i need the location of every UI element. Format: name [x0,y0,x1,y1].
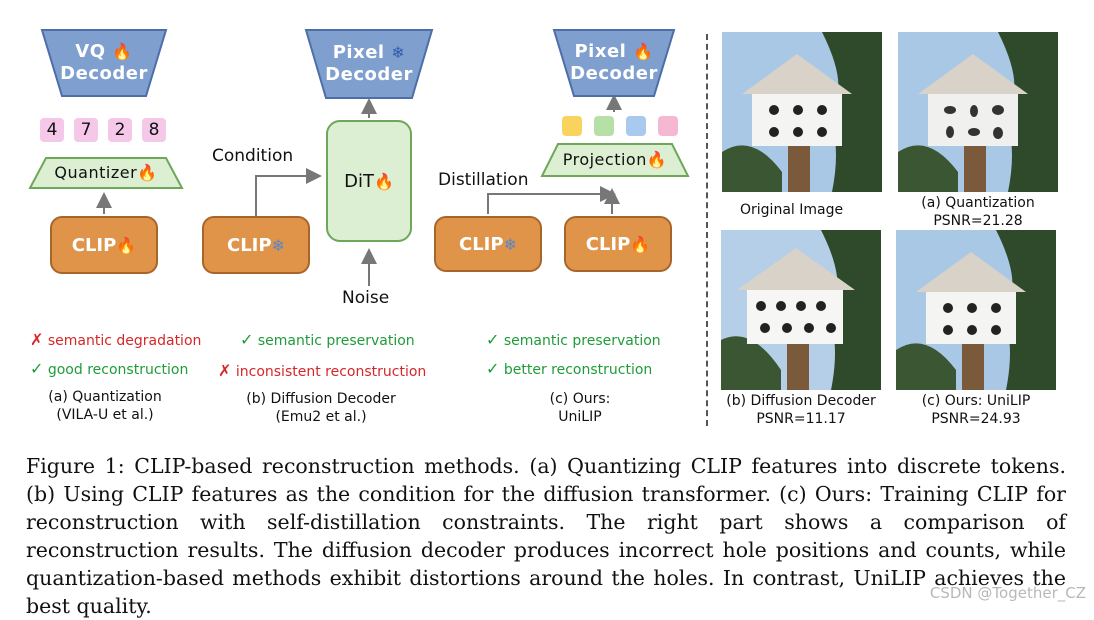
dit-label: DiT [344,170,374,192]
discrete-tokens: 4 7 2 8 [40,118,166,142]
flame-icon: 🔥 [137,163,158,182]
quantization-label: (a) Quantization PSNR=21.28 [921,195,1035,229]
snowflake-icon: ❄ [503,234,517,254]
pixel-decoder-c: Pixel 🔥 Decoder [552,28,676,98]
flame-icon: 🔥 [633,42,654,61]
pixel-decoder-label-2: Decoder [570,63,658,84]
token [562,116,582,136]
panel-c-caption: (c) Ours: UniLIP [549,391,611,425]
original-label: Original Image [740,202,844,218]
photo-diffusion [720,230,882,390]
vq-decoder-label-2: Decoder [60,63,148,84]
pixel-decoder-label-2: Decoder [325,64,413,85]
flame-icon: 🔥 [116,235,137,255]
note-text: semantic preservation [503,333,661,349]
distillation-label: Distillation [438,170,529,190]
quantizer-label: Quantizer [54,163,138,182]
panel-c-notes: ✓ semantic preservation ✓ better reconst… [486,330,696,378]
pixel-decoder-b: Pixel ❄ Decoder [304,28,434,100]
flame-icon: 🔥 [630,234,651,254]
vq-decoder-label-1: VQ [75,41,106,62]
clip-label: CLIP [585,233,631,255]
cross-icon: ✗ [218,361,232,380]
figure-caption: Figure 1: CLIP-based reconstruction meth… [26,454,1066,618]
note-text: good reconstruction [47,362,189,378]
vq-decoder: VQ 🔥 Decoder [40,28,168,98]
condition-label: Condition [212,146,294,166]
check-icon: ✓ [486,330,500,349]
check-icon: ✓ [240,330,254,349]
projection-block: Projection 🔥 [540,142,690,178]
clip-block-c-trained: CLIP 🔥 [564,216,672,272]
snowflake-icon: ❄ [271,235,285,255]
photo-quantization [898,32,1058,192]
panel-a-notes: ✗ semantic degradation ✓ good reconstruc… [30,330,220,378]
token [594,116,614,136]
quantizer-block: Quantizer 🔥 [28,156,184,190]
clip-block-b: CLIP ❄ [202,216,310,274]
clip-label: CLIP [227,234,272,256]
token: 4 [40,118,64,142]
token [658,116,678,136]
section-divider [706,34,708,426]
noise-label: Noise [342,288,390,308]
diffusion-label: (b) Diffusion Decoder PSNR=11.17 [726,393,876,427]
diagram-connectors [96,94,622,286]
pixel-decoder-label-1: Pixel [332,42,385,63]
note-text: semantic preservation [257,333,415,349]
token: 8 [142,118,166,142]
dit-block: DiT 🔥 [326,120,412,242]
snowflake-icon: ❄ [391,43,406,62]
photo-original [722,32,882,192]
photo-ours [896,230,1056,390]
clip-label: CLIP [459,233,504,255]
note-text: inconsistent reconstruction [235,364,427,380]
flame-icon: 🔥 [112,42,133,61]
clip-block-c-frozen: CLIP ❄ [434,216,542,272]
token: 2 [108,118,132,142]
flame-icon: 🔥 [373,171,394,191]
note-text: semantic degradation [47,333,202,349]
clip-block-a: CLIP 🔥 [50,216,158,274]
token: 7 [74,118,98,142]
pixel-decoder-label-1: Pixel [574,41,627,62]
clip-label: CLIP [71,234,117,256]
note-text: better reconstruction [503,362,653,378]
watermark: CSDN @Together_CZ [929,584,1086,602]
ours-label: (c) Ours: UniLIP PSNR=24.93 [921,393,1031,427]
flame-icon: 🔥 [646,150,668,169]
token [626,116,646,136]
check-icon: ✓ [30,359,44,378]
cross-icon: ✗ [30,330,44,349]
check-icon: ✓ [486,359,500,378]
panel-b-notes: ✓ semantic preservation ✗ inconsistent r… [218,330,458,380]
panel-b-caption: (b) Diffusion Decoder (Emu2 et al.) [246,391,396,425]
panel-a-caption: (a) Quantization (VILA-U et al.) [48,389,162,423]
continuous-tokens [562,116,678,136]
projection-label: Projection [562,150,647,169]
